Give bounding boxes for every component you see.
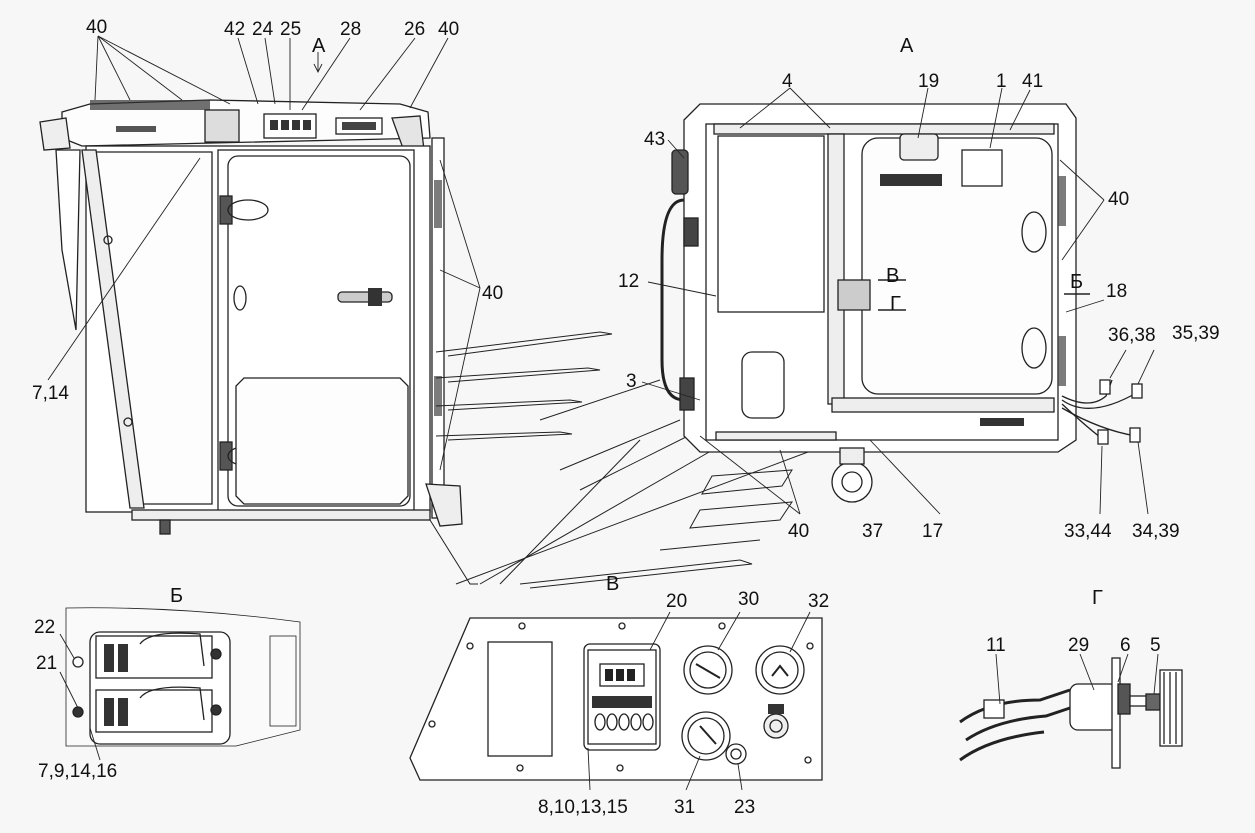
section-b-mark: Б	[1070, 271, 1084, 293]
callout-41: 41	[1022, 71, 1044, 92]
callout-40-bottom: 40	[788, 521, 810, 542]
callout-24: 24	[252, 19, 274, 40]
side-view-leaders	[47, 35, 481, 471]
callout-43: 43	[644, 129, 666, 150]
callout-8-10-13-15: 8,10,13,15	[538, 797, 628, 818]
side-view-drawing	[39, 99, 463, 535]
callout-37: 37	[862, 521, 884, 542]
callout-25: 25	[280, 19, 302, 40]
callout-40-top: 40	[1108, 189, 1130, 210]
callout-22: 22	[34, 617, 56, 638]
callout-28: 28	[340, 19, 362, 40]
callout-6: 6	[1120, 635, 1131, 656]
section-g-mark: Г	[890, 293, 901, 315]
callout-20: 20	[666, 591, 688, 612]
callout-36-38: 36,38	[1108, 325, 1156, 346]
callout-3: 3	[626, 371, 637, 392]
callout-40: 40	[86, 17, 108, 38]
view-g-title: Г	[1092, 587, 1103, 609]
callout-17: 17	[922, 521, 944, 542]
callout-19: 19	[918, 71, 940, 92]
callout-21: 21	[36, 653, 58, 674]
callout-7-9-14-16: 7,9,14,16	[38, 761, 118, 782]
detail-b-drawing	[65, 607, 301, 747]
callout-1: 1	[996, 71, 1007, 92]
callout-31: 31	[674, 797, 696, 818]
callout-7-14: 7,14	[32, 383, 69, 404]
callout-40-roof: 40	[438, 19, 460, 40]
callout-33-44: 33,44	[1064, 521, 1112, 542]
view-v-title: В	[606, 573, 620, 595]
callout-5: 5	[1150, 635, 1161, 656]
projection-arrows	[429, 331, 841, 589]
view-a-arrow-label: А	[312, 35, 326, 57]
callout-29: 29	[1068, 635, 1090, 656]
callout-11: 11	[986, 635, 1006, 656]
callout-32: 32	[808, 591, 830, 612]
callout-42: 42	[224, 19, 246, 40]
callout-12: 12	[618, 271, 640, 292]
detail-v-drawing	[409, 617, 823, 781]
callout-4: 4	[782, 71, 793, 92]
callout-26: 26	[404, 19, 426, 40]
callout-30: 30	[738, 589, 760, 610]
callout-40-side: 40	[482, 283, 504, 304]
callout-18: 18	[1106, 281, 1128, 302]
top-view-drawing	[660, 103, 1143, 503]
callout-35-39: 35,39	[1172, 323, 1220, 344]
view-b-title: Б	[170, 585, 184, 607]
top-view-leaders	[313, 52, 1155, 515]
view-a-title: А	[900, 35, 914, 57]
callout-23: 23	[734, 797, 756, 818]
section-v-mark: В	[886, 265, 900, 287]
detail-g-drawing	[959, 657, 1183, 769]
callout-34-39: 34,39	[1132, 521, 1180, 542]
